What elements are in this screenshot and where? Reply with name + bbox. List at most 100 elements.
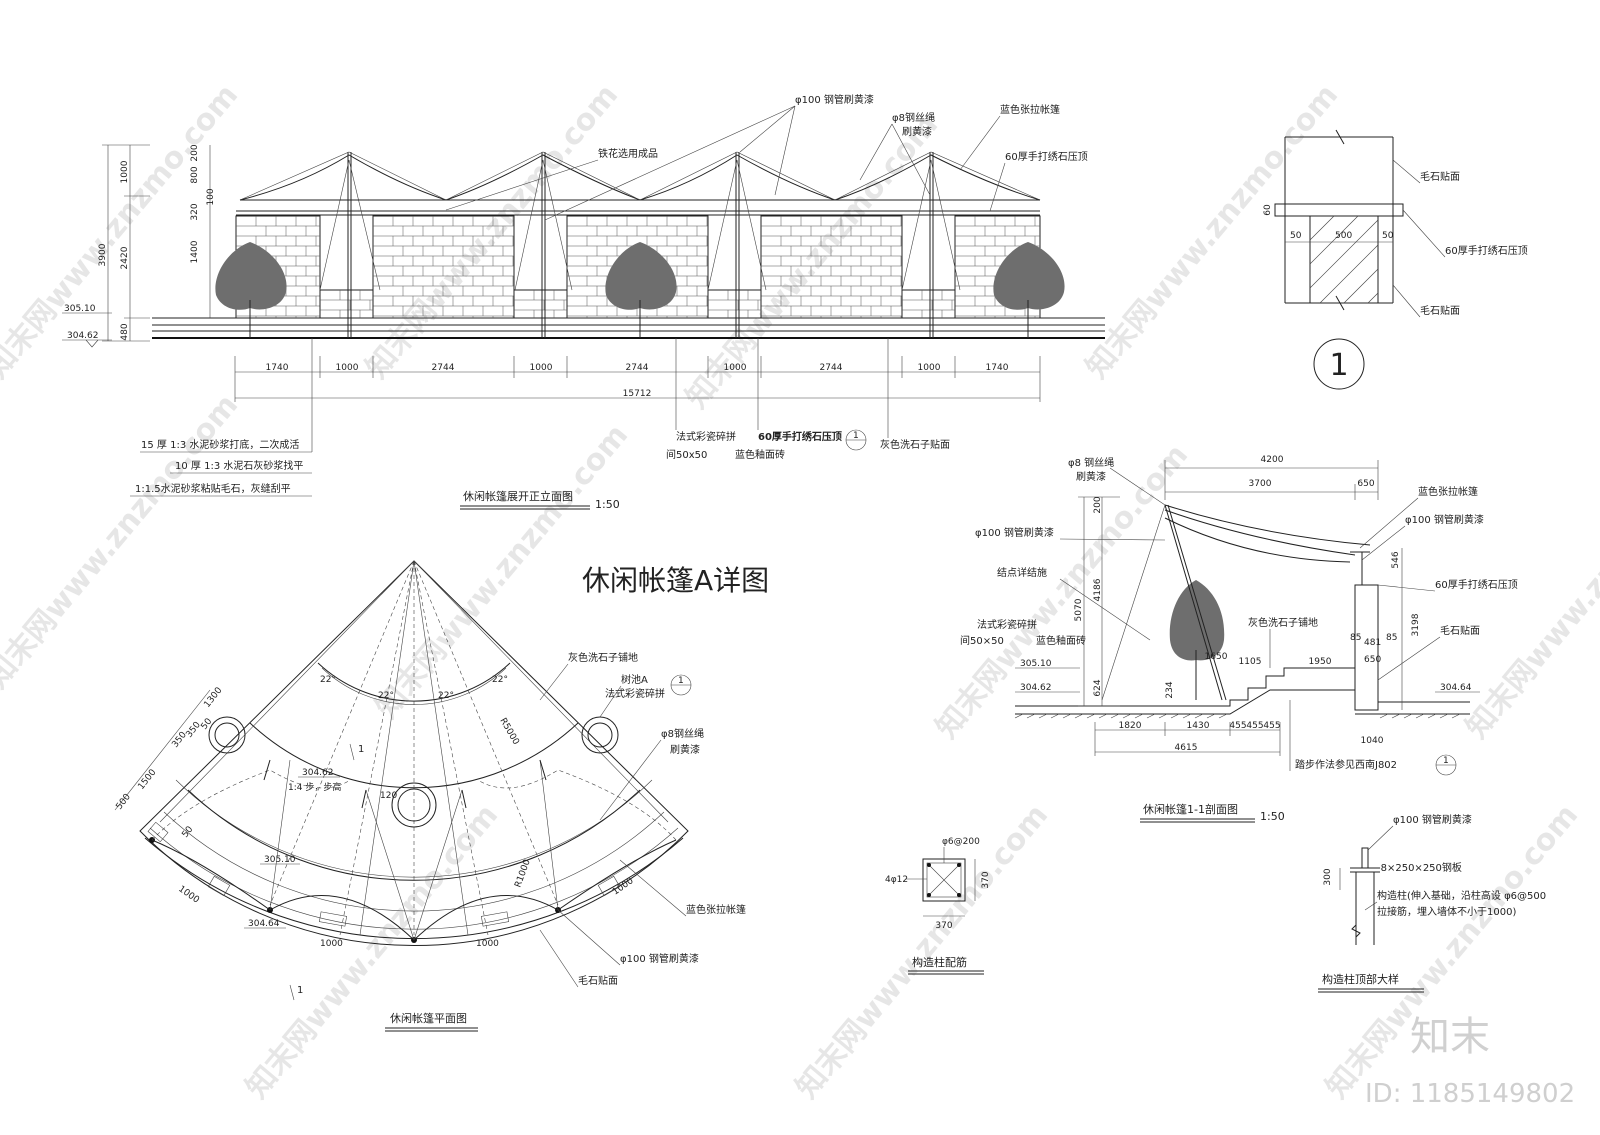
dim-label: 50: [199, 716, 214, 731]
label-rope-paint: 刷黄漆: [1076, 470, 1106, 483]
watermark: 知末网www.znzmo.com: [679, 108, 945, 415]
level-label: 304.64: [1440, 683, 1472, 693]
label-rope: φ8 钢丝绳: [1068, 456, 1114, 469]
label-rope: φ8钢丝绳: [892, 111, 935, 124]
post-markers: [149, 837, 561, 943]
level-label: 304.62: [1020, 683, 1052, 693]
dim-label: 2420: [120, 246, 130, 269]
dim-label: 1000: [176, 884, 201, 905]
dim-label: 1105: [1239, 657, 1262, 667]
label-step: 踏步作法参见西南J802: [1295, 758, 1397, 771]
level-label: 304.62: [302, 768, 334, 778]
level-label: 305.10: [64, 304, 96, 314]
radial-lines: [269, 560, 559, 936]
dim-label: 1740: [266, 363, 289, 373]
level-label: 305.10: [1020, 659, 1052, 669]
label-wash: 灰色洗石子铺地: [1248, 616, 1318, 629]
section-mark: 1: [297, 985, 303, 996]
dim-label: 455: [1229, 721, 1246, 731]
dim-label: 1000: [611, 876, 636, 897]
label-glazed: 蓝色釉面砖: [735, 448, 785, 461]
dim-label: 4200: [1261, 455, 1284, 465]
label-pipe: φ100 钢管刷黄漆: [620, 952, 699, 965]
dim-label: 1430: [1187, 721, 1210, 731]
label-wash: 灰色洗石子铺地: [568, 651, 638, 664]
caption: 构造柱顶部大样: [1322, 972, 1399, 986]
dim-label: 50: [1290, 231, 1302, 241]
brand-logo: 知末: [1410, 1014, 1490, 1060]
label-pipe: φ100 钢管刷黄漆: [1393, 813, 1472, 826]
label-note2: 拉接筋，埋入墙体不小于1000): [1377, 905, 1516, 918]
label-cap: 60厚手打绣石压顶: [1435, 578, 1518, 591]
dim-label: 2744: [820, 363, 843, 373]
detail-1: 60 50 500 50 毛石贴面 60厚手打绣石压顶 毛石贴面 1: [1263, 129, 1528, 390]
dim-label: 320: [190, 203, 200, 220]
tree: [605, 242, 677, 338]
caption: 休闲帐篷1-1剖面图: [1143, 802, 1238, 816]
bars-label: 4φ12: [885, 875, 908, 885]
dim-label: 3900: [98, 243, 108, 266]
page-title: 休闲帐篷A详图: [582, 564, 769, 597]
label-iron: 铁花选用成品: [598, 147, 658, 160]
elevation-view: 3900 1000 2420 480 200 800 100 320 1400 …: [62, 93, 1105, 511]
dim-label: 200: [190, 144, 200, 161]
radius-label: R5000: [497, 717, 520, 747]
dim-label: 370: [981, 871, 991, 888]
scale: 1:50: [1260, 810, 1285, 823]
dim-label: 234: [1165, 681, 1175, 698]
label-rope: φ8钢丝绳: [661, 727, 704, 740]
level-label: 304.64: [248, 919, 280, 929]
dim-label: 1000: [336, 363, 359, 373]
label-rope-paint: 刷黄漆: [902, 125, 932, 138]
rebar-detail: φ6@200 4φ12 370 370 构造柱配筋: [885, 837, 991, 975]
label-rubble: 毛石贴面: [578, 974, 618, 987]
label-cap: 60厚手打绣石压顶: [1445, 244, 1528, 257]
caption: 休闲帐篷平面图: [390, 1011, 467, 1025]
dim-label: 3198: [1411, 613, 1421, 636]
label-membrane: 蓝色张拉帐篷: [1418, 485, 1478, 498]
label-mosaic-spacing: 间50×50: [960, 634, 1004, 647]
dim-label: 1000: [530, 363, 553, 373]
label-membrane: 蓝色张拉帐篷: [686, 903, 746, 916]
dim-label: 480: [120, 323, 130, 340]
brand-id: ID: 1185149802: [1365, 1079, 1575, 1109]
dim-label: 1650: [1205, 652, 1228, 662]
stirrup-label: φ6@200: [942, 837, 980, 847]
dim-label: 1040: [1361, 736, 1384, 746]
caption: 休闲帐篷展开正立面图: [463, 489, 573, 503]
dim-label: 5070: [1074, 598, 1084, 621]
label-rope-paint: 刷黄漆: [670, 743, 700, 756]
label-membrane: 蓝色张拉帐篷: [1000, 103, 1060, 116]
scale: 1:50: [595, 498, 620, 511]
watermark: 知末网www.znzmo.com: [1459, 438, 1600, 745]
angle-label: 22°: [438, 691, 454, 701]
label-glazed: 蓝色釉面砖: [1036, 634, 1086, 647]
angle-label: 22°: [492, 675, 508, 685]
dim-total: 15712: [623, 389, 652, 399]
label-pipe2: φ100 钢管刷黄漆: [1405, 513, 1484, 526]
watermark-layer: 知末网www.znzmo.com 知末网www.znzmo.com 知末网www…: [0, 78, 1600, 1105]
dim-label: 1000: [476, 939, 499, 949]
note: 15 厚 1:3 水泥砂浆打底，二次成活: [141, 438, 299, 451]
dim-label: 650: [1357, 479, 1374, 489]
dim-label: 50: [1382, 231, 1394, 241]
detail-marker: [1313, 338, 1365, 390]
dim-label: 2744: [626, 363, 649, 373]
h-dim-ticks: [234, 356, 1041, 402]
caption: 构造柱配筋: [912, 955, 967, 969]
dim-label: 455: [1246, 721, 1263, 731]
label-wash: 灰色洗石子贴面: [880, 438, 950, 451]
ref-number: 1: [853, 431, 859, 441]
detail-marker-number: 1: [1329, 348, 1348, 383]
dim-label: 1000: [120, 160, 130, 183]
dim-label: 800: [190, 166, 200, 183]
dim-label: 500: [114, 792, 133, 812]
dim-label: 350: [184, 720, 203, 740]
angle-label: 22°: [320, 675, 336, 685]
label-mosaic-spacing: 间50x50: [666, 448, 707, 461]
dim-label: 1400: [190, 240, 200, 263]
note: 10 厚 1:3 水泥石灰砂浆找平: [175, 459, 303, 472]
dim-label: 1000: [320, 939, 343, 949]
